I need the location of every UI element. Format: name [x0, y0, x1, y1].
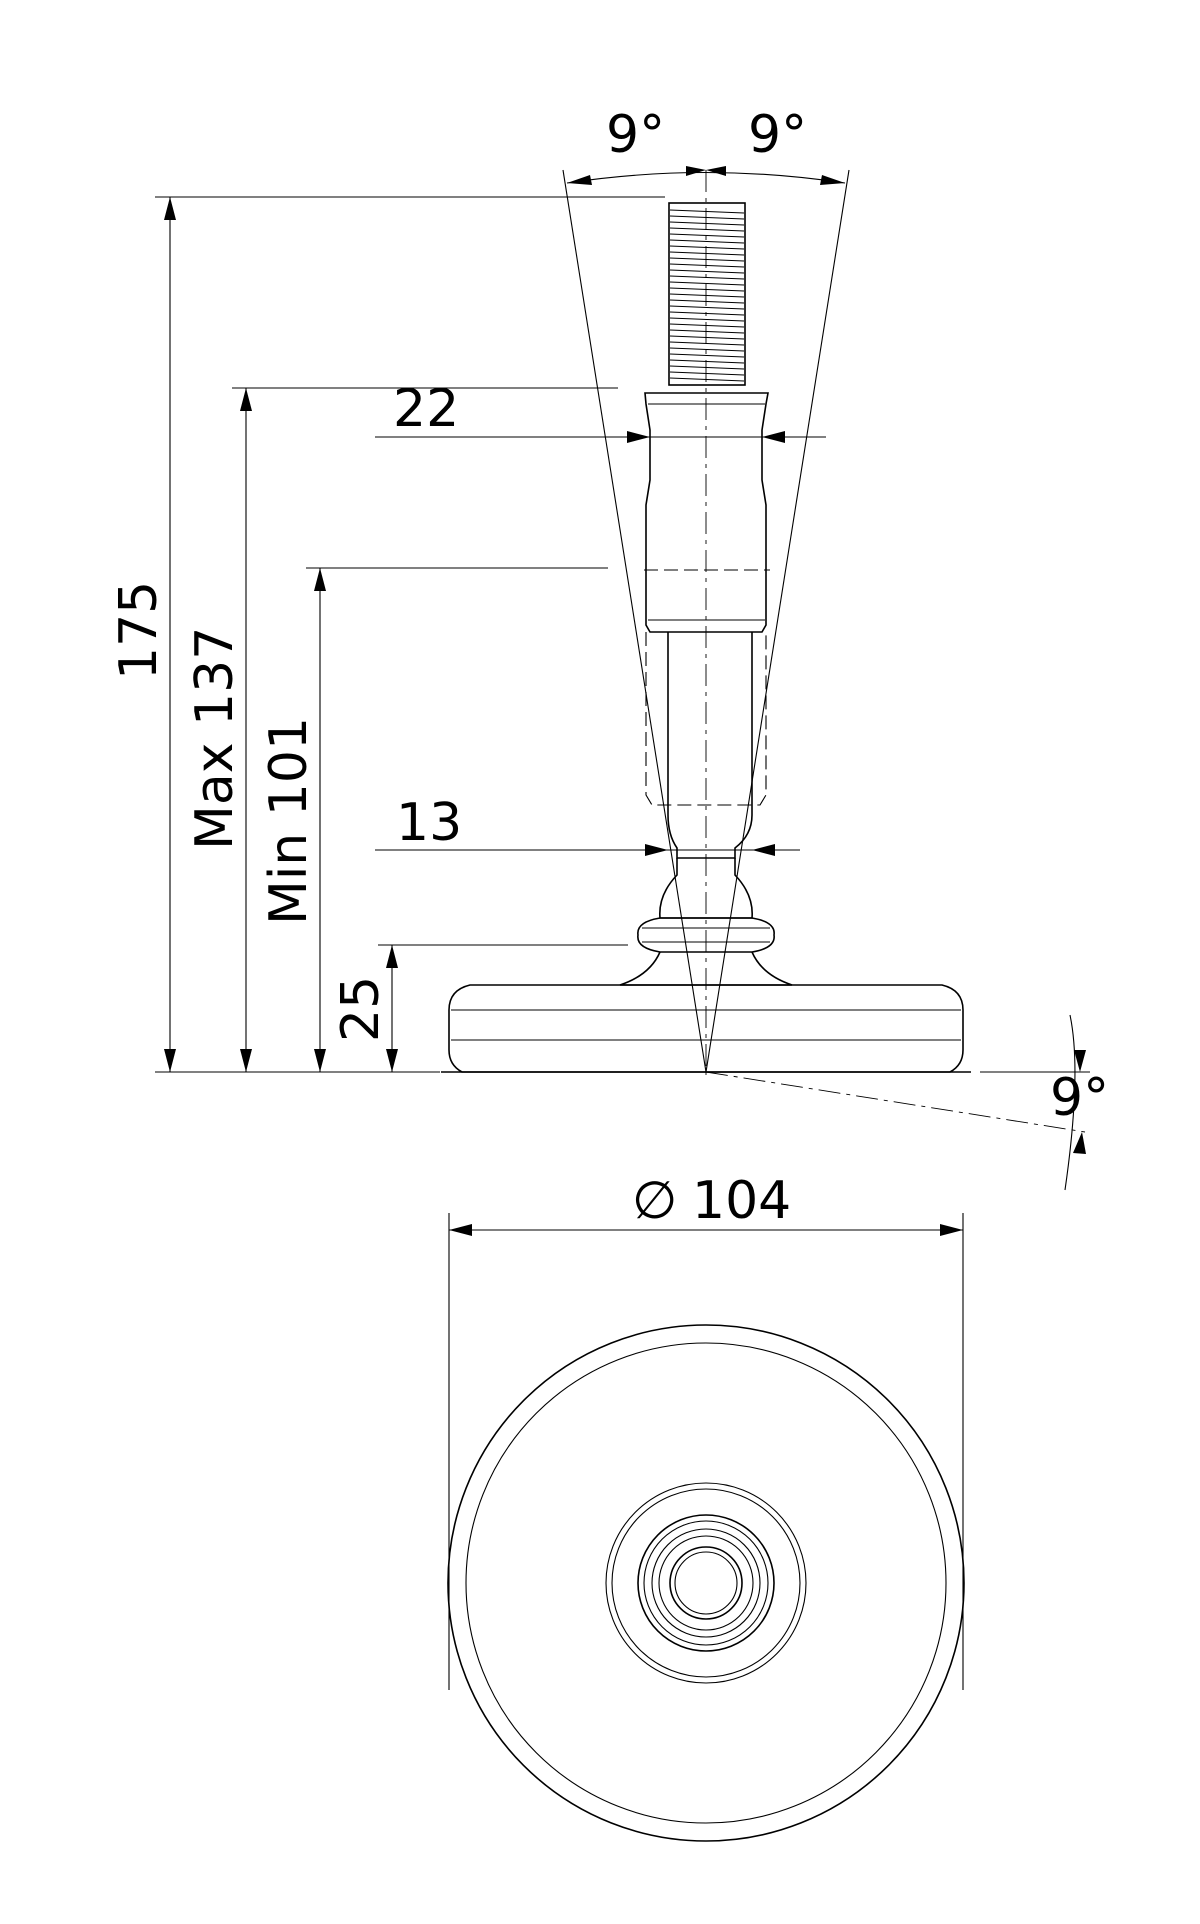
thread-line — [669, 269, 745, 274]
thread-line — [669, 239, 745, 244]
max-height-label: Max 137 — [185, 627, 245, 850]
diameter-symbol: ∅ — [632, 1171, 677, 1231]
thread-line — [669, 341, 745, 346]
dimension-lines — [155, 166, 1086, 1690]
top-view — [447, 1324, 965, 1842]
thread-line — [669, 281, 745, 286]
inner-shaft — [667, 632, 753, 859]
thread-line — [669, 299, 745, 304]
base-height-label: 25 — [331, 976, 391, 1042]
thread-line — [669, 335, 745, 340]
thread-line — [669, 257, 745, 262]
base-outer-circle — [447, 1324, 965, 1842]
angle-right-label: 9° — [748, 105, 807, 165]
thread-line — [669, 359, 745, 364]
top-angle-arc — [566, 171, 846, 184]
thread-line — [669, 233, 745, 238]
sleeve-body — [644, 392, 770, 633]
min-height-label: Min 101 — [259, 717, 319, 925]
base-angle-label: 9° — [1050, 1068, 1109, 1128]
thread-line — [669, 347, 745, 352]
thread-line — [669, 371, 745, 376]
overall-height-label: 175 — [109, 581, 169, 680]
thread-line — [669, 317, 745, 322]
thread-line — [669, 329, 745, 334]
thread-line — [669, 293, 745, 298]
side-view — [441, 169, 1090, 1133]
neck-diameter-label: 13 — [396, 793, 462, 853]
thread-line — [669, 215, 745, 220]
thread-line — [669, 377, 745, 382]
thread-line — [669, 323, 745, 328]
thread-line — [669, 305, 745, 310]
thread-lines — [669, 209, 745, 382]
thread-line — [669, 251, 745, 256]
base-inner-circle — [465, 1342, 947, 1824]
angle-left-label: 9° — [606, 105, 665, 165]
thread-line — [669, 365, 745, 370]
threaded-stud — [668, 202, 746, 386]
tilt-angle-lines — [562, 169, 1090, 1133]
thread-line — [669, 353, 745, 358]
thread-line — [669, 209, 745, 214]
thread-line — [669, 245, 745, 250]
thread-line — [669, 287, 745, 292]
stud-diameter-label: 22 — [393, 379, 459, 439]
base-diameter-label: 104 — [692, 1171, 791, 1231]
thread-line — [669, 221, 745, 226]
thread-line — [669, 263, 745, 268]
hidden-extended-sleeve — [645, 632, 767, 806]
thread-line — [669, 311, 745, 316]
thread-line — [669, 227, 745, 232]
thread-line — [669, 275, 745, 280]
